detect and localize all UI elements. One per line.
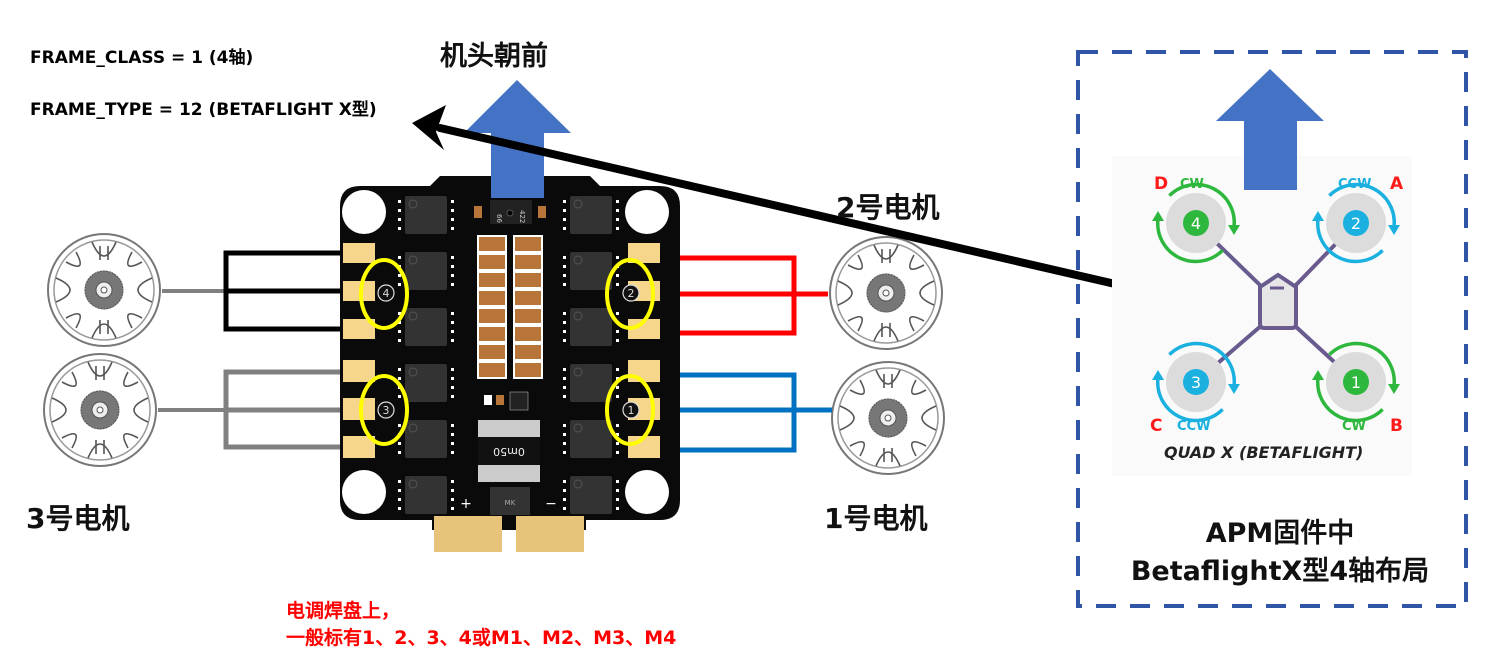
- positive-sign: +: [460, 496, 472, 512]
- direction-label-1: CW: [1342, 419, 1366, 434]
- battery-negative-pad: [516, 516, 584, 552]
- quad-layout-panel: [1076, 50, 1468, 608]
- direction-label-3: CCW: [1177, 419, 1210, 434]
- battery-positive-pad: [434, 516, 502, 552]
- motor-hub: [1343, 210, 1369, 236]
- pointer-arrow-icon: [412, 105, 1236, 315]
- quad-motor-number: 1: [1351, 373, 1361, 392]
- forward-arrow-icon: [464, 80, 571, 198]
- pad-1-marker: 1: [605, 374, 655, 446]
- panel-title-line2: BetaflightX型4轴布局: [1130, 556, 1430, 587]
- rotation-arrowhead-icon: [1152, 370, 1164, 380]
- rotation-arrowhead-icon: [1388, 225, 1400, 235]
- panel-title-line1: APM固件中: [1205, 518, 1355, 549]
- mounting-hole: [625, 470, 669, 514]
- cw-rotation-arrow-icon: [1328, 341, 1397, 387]
- motor-hub: [1183, 210, 1209, 236]
- motor-1-image: [831, 361, 945, 475]
- svg-text:1: 1: [628, 404, 635, 417]
- heading-forward-label: 机头朝前: [440, 41, 548, 72]
- motor-hub: [1183, 369, 1209, 395]
- pad-marking-note-line2: 一般标有1、2、3、4或M1、M2、M3、M4: [286, 627, 677, 649]
- pad-2-marker: 2: [605, 258, 655, 330]
- quad-motor-2: 2: [1312, 182, 1400, 264]
- quad-motor-3: 3: [1152, 341, 1240, 423]
- cw-rotation-arrow-icon: [1155, 218, 1224, 264]
- direction-label-4: CW: [1180, 177, 1204, 192]
- motor-3-wires: [158, 369, 360, 450]
- flight-controller-body: [1258, 272, 1298, 330]
- pad-4-marker: 4: [359, 258, 409, 330]
- quad-motor-1: 1: [1312, 341, 1400, 423]
- quad-motor-number: 4: [1191, 214, 1201, 233]
- quad-motor-number: 3: [1191, 373, 1201, 392]
- corner-label-a: A: [1390, 174, 1404, 194]
- chip-marking: 422: [518, 210, 526, 223]
- svg-text:4: 4: [383, 287, 390, 300]
- rotation-arrowhead-icon: [1312, 211, 1324, 221]
- negative-sign: −: [545, 496, 557, 512]
- ccw-rotation-arrow-icon: [1155, 377, 1224, 423]
- rotation-arrowhead-icon: [1152, 211, 1164, 221]
- part-marking: MK: [505, 499, 516, 507]
- quad-motor-4: 4: [1152, 182, 1240, 264]
- rotation-arrowhead-icon: [1228, 225, 1240, 235]
- motor-2-label: 2号电机: [836, 191, 940, 224]
- frame-class-param: FRAME_CLASS = 1 (4轴): [30, 48, 254, 68]
- motor-1-label: 1号电机: [824, 502, 928, 535]
- cw-rotation-arrow-icon: [1315, 377, 1384, 423]
- mounting-hole: [625, 190, 669, 234]
- panel-forward-arrow-icon: [1216, 69, 1324, 190]
- mounting-hole: [342, 190, 386, 234]
- pad-marking-note-line1: 电调焊盘上，: [286, 600, 401, 622]
- shunt-marking: 0m50: [493, 445, 525, 458]
- svg-text:3: 3: [383, 404, 390, 417]
- pad-3-marker: 3: [359, 374, 409, 446]
- ccw-rotation-arrow-icon: [1168, 341, 1237, 387]
- motor-2-image: [829, 236, 943, 350]
- motor-3-label: 3号电机: [26, 502, 130, 535]
- corner-label-d: D: [1154, 174, 1168, 194]
- corner-label-b: B: [1390, 416, 1403, 436]
- esc-board: 66 422 0m50 MK + −: [340, 176, 680, 552]
- motor-hub: [1343, 369, 1369, 395]
- chip-marking: 66: [495, 214, 503, 223]
- quad-motor-number: 2: [1351, 214, 1361, 233]
- frame-type-param: FRAME_TYPE = 12 (BETAFLIGHT X型): [30, 100, 377, 120]
- ccw-rotation-arrow-icon: [1328, 182, 1397, 228]
- rotation-arrowhead-icon: [1388, 384, 1400, 394]
- motor-1-wires: [660, 372, 832, 453]
- panel-title: APM固件中 BetaflightX型4轴布局: [1090, 515, 1470, 591]
- motor-2-wires: [660, 255, 828, 336]
- motor-4-image: [47, 233, 161, 347]
- pad-marking-note: 电调焊盘上， 一般标有1、2、3、4或M1、M2、M3、M4: [286, 598, 676, 652]
- motor-3-image: [43, 353, 157, 467]
- rotation-arrowhead-icon: [1312, 370, 1324, 380]
- cw-rotation-arrow-icon: [1168, 182, 1237, 228]
- svg-text:2: 2: [628, 287, 635, 300]
- motor-4-wires: [162, 250, 360, 332]
- direction-label-2: CCW: [1338, 177, 1371, 192]
- rotation-arrowhead-icon: [1228, 384, 1240, 394]
- quad-x-caption: QUAD X (BETAFLIGHT): [1164, 443, 1364, 462]
- ccw-rotation-arrow-icon: [1315, 218, 1384, 264]
- corner-label-c: C: [1150, 416, 1162, 436]
- mounting-hole: [342, 470, 386, 514]
